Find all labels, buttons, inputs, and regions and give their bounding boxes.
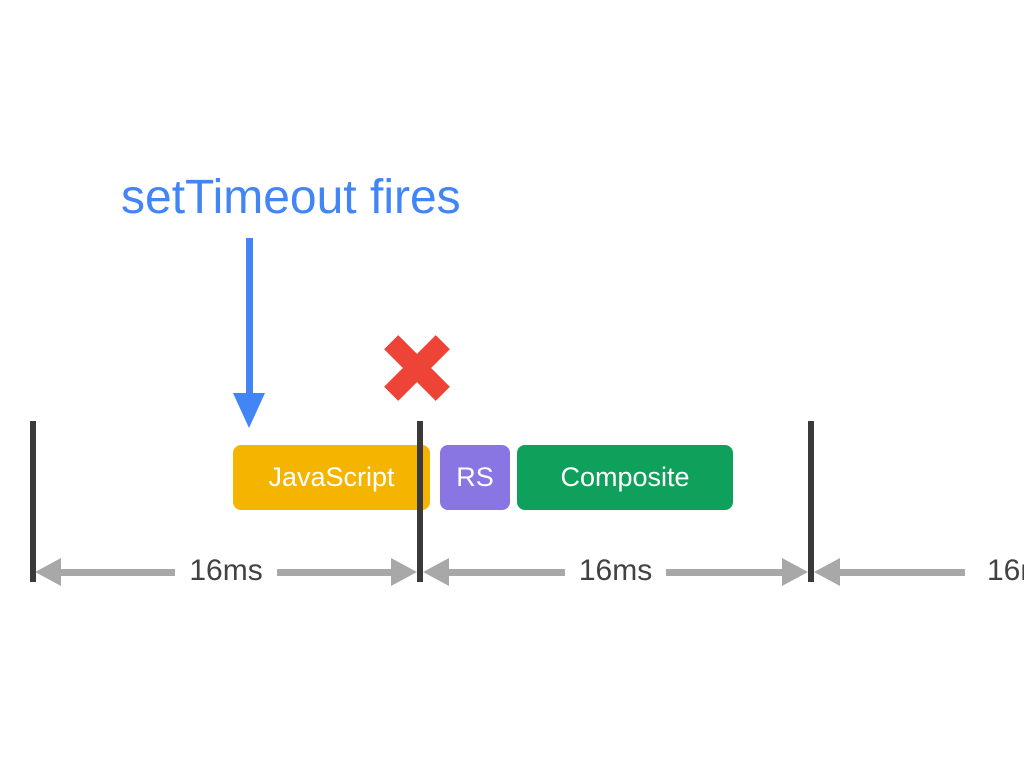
arrow-shaft: [276, 568, 392, 576]
measure-arrow-frame-2: 16ms: [423, 554, 809, 587]
down-arrow-icon: [233, 238, 265, 428]
arrowhead-right-icon: [782, 558, 809, 586]
arrow-shaft: [449, 568, 565, 576]
arrowhead-left-icon: [423, 558, 449, 586]
frame-boundary-tick-3: [808, 421, 814, 582]
composite-block: Composite: [517, 445, 733, 510]
frame-boundary-tick-2: [417, 421, 423, 582]
arrow-shaft: [666, 568, 783, 576]
arrowhead-left-icon: [35, 558, 61, 586]
duration-label-1: 16ms: [189, 554, 263, 587]
arrow-shaft: [61, 568, 176, 576]
x-mark-icon: [384, 335, 450, 401]
duration-label-2: 16ms: [578, 554, 653, 587]
rs-block: RS: [440, 445, 510, 510]
frame-boundary-tick-1: [30, 421, 36, 582]
arrow-shaft: [840, 568, 965, 576]
settimeout-fires-label: setTimeout fires: [121, 171, 461, 224]
duration-label-3: 16ms: [987, 554, 1024, 587]
javascript-block: JavaScript: [233, 445, 430, 510]
arrowhead-left-icon: [814, 558, 840, 586]
arrowhead-right-icon: [391, 558, 418, 586]
measure-arrow-frame-1: 16ms: [35, 554, 418, 587]
measure-arrow-frame-3: 16ms: [814, 554, 1024, 587]
